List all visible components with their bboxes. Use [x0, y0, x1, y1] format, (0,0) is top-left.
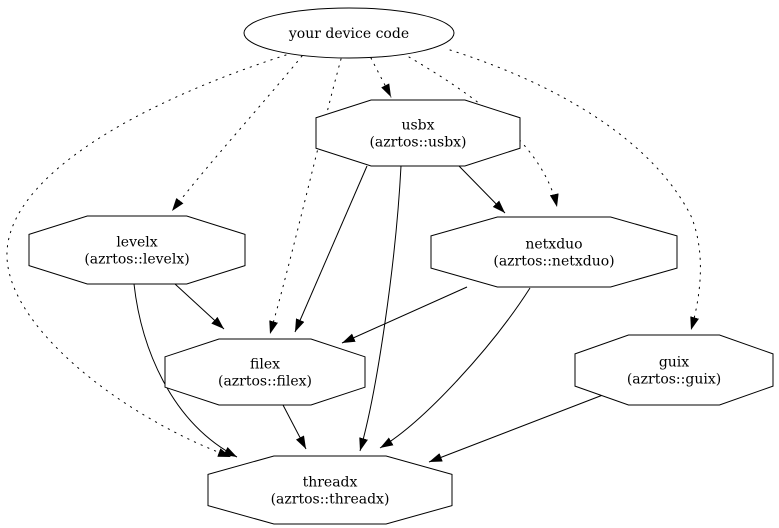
- node-netxduo: netxduo(azrtos::netxduo): [430, 216, 678, 288]
- node-label: netxduo: [525, 237, 582, 253]
- node-label: threadx: [303, 475, 358, 491]
- node-threadx: threadx(azrtos::threadx): [207, 455, 453, 525]
- edge-device-filex: [269, 58, 342, 335]
- node-label: (azrtos::netxduo): [493, 254, 614, 270]
- guix-octagon-outline: [574, 334, 774, 406]
- node-label: (azrtos::guix): [627, 372, 721, 388]
- edge-usbx-threadx: [359, 165, 402, 452]
- node-filex: filex(azrtos::filex): [164, 338, 366, 406]
- node-label: guix: [659, 355, 689, 371]
- edge-levelx-threadx: [133, 283, 238, 458]
- edge-guix-threadx: [428, 392, 609, 463]
- node-label: (azrtos::usbx): [369, 135, 466, 151]
- levelx-octagon-outline: [28, 215, 246, 285]
- node-label: usbx: [401, 118, 434, 134]
- node-levelx: levelx(azrtos::levelx): [28, 215, 246, 285]
- edge-netxduo-filex: [341, 286, 468, 344]
- edge-device-guix: [449, 49, 701, 331]
- edge-usbx-filex: [294, 165, 368, 333]
- node-label: (azrtos::levelx): [84, 252, 189, 268]
- edge-filex-threadx: [282, 404, 307, 450]
- netxduo-octagon-outline: [430, 216, 678, 288]
- node-guix: guix(azrtos::guix): [574, 334, 774, 406]
- node-usbx: usbx(azrtos::usbx): [315, 99, 521, 167]
- usbx-octagon-outline: [315, 99, 521, 167]
- edge-netxduo-threadx: [379, 287, 531, 449]
- node-label: (azrtos::filex): [218, 374, 312, 390]
- device-ellipse-outline: [243, 7, 455, 59]
- edge-usbx-netxduo: [458, 165, 506, 214]
- edge-device-usbx: [370, 57, 392, 98]
- edge-device-levelx: [171, 55, 303, 212]
- node-label: filex: [250, 357, 280, 373]
- node-label: levelx: [116, 235, 157, 251]
- edge-levelx-filex: [174, 283, 225, 330]
- filex-octagon-outline: [164, 338, 366, 406]
- threadx-octagon-outline: [207, 455, 453, 525]
- node-label: your device code: [288, 26, 409, 42]
- node-label: (azrtos::threadx): [271, 492, 390, 508]
- node-device: your device code: [243, 7, 455, 59]
